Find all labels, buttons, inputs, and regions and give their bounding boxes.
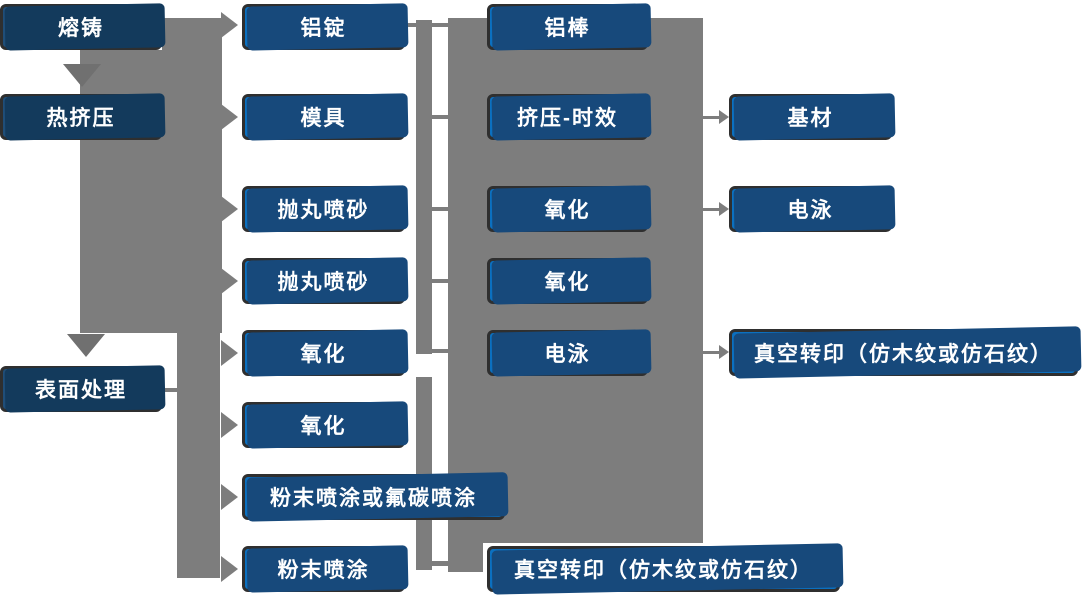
flow-node-zhenkong-1: 真空转印（仿木纹或仿石纹） [487,546,840,592]
connector-mid-stub-row2 [430,115,448,119]
arrow-to-luding-icon [221,12,238,38]
flow-node-jiya-shixiao: 挤压-时效 [487,94,648,140]
flow-node-yanghua-3: 氧化 [487,186,648,232]
arrow-to-rejiya-icon [63,64,101,87]
connector-mid-stub-row5 [430,349,448,353]
flow-node-lubang: 铝棒 [487,4,648,50]
flow-node-yanghua-4: 氧化 [487,258,648,304]
flow-node-dianyong-2: 电泳 [729,186,892,232]
flow-node-paowan-pensha-1: 抛丸喷砂 [242,186,405,232]
flow-node-yanghua-2: 氧化 [242,402,405,448]
flow-node-zhenkong-2: 真空转印（仿木纹或仿石纹） [729,329,1078,376]
arrow-to-yanghua-1-icon [221,340,238,366]
connector-thin-line-zhenkong [703,351,719,354]
connector-mid-stub-row4 [430,279,448,283]
connector-left-spine-lower-leg [177,333,220,578]
connector-mid-rail-upper [416,20,432,354]
connector-thin-line-dianyong [703,208,719,211]
arrow-to-jicai-icon [719,110,729,124]
connector-left-spine-block [80,50,222,333]
connector-surface-treatment-stub [162,388,178,392]
arrow-to-dianyong-2-icon [719,202,729,216]
connector-mid-stub-row1 [406,23,448,27]
flow-node-luding: 铝锭 [242,4,405,50]
connector-thin-line-jicai [703,116,719,119]
arrow-to-zhenkong-2-icon [719,345,729,359]
flow-node-paowan-pensha-2: 抛丸喷砂 [242,258,405,304]
flow-node-fenmo-futan: 粉末喷涂或氟碳喷涂 [242,474,505,520]
flow-node-muju: 模具 [242,94,405,140]
connector-mid-stub-bottom [430,561,452,566]
arrow-to-muju-icon [221,104,238,130]
arrow-to-fenmo-futan-icon [221,484,238,510]
flow-node-rongzhu: 熔铸 [0,4,162,50]
flow-node-biaomianchuli: 表面处理 [0,366,162,412]
arrow-to-biaomianchuli-icon [67,334,105,357]
connector-top-arm [162,18,222,58]
connector-mid-stub-row3 [430,207,448,211]
flow-node-rejiya: 热挤压 [0,94,162,140]
arrow-to-yanghua-2-icon [221,412,238,438]
flow-node-dianyong-1: 电泳 [487,330,648,376]
arrow-to-paowan-2-icon [221,268,238,294]
flow-node-yanghua-1: 氧化 [242,330,405,376]
connector-column3-bus-foot [448,543,483,572]
arrow-to-fenmo-pentu-icon [221,556,238,582]
arrow-to-paowan-1-icon [221,196,238,222]
flow-node-jicai: 基材 [729,94,892,140]
flow-node-fenmo-pentu: 粉末喷涂 [242,546,405,592]
